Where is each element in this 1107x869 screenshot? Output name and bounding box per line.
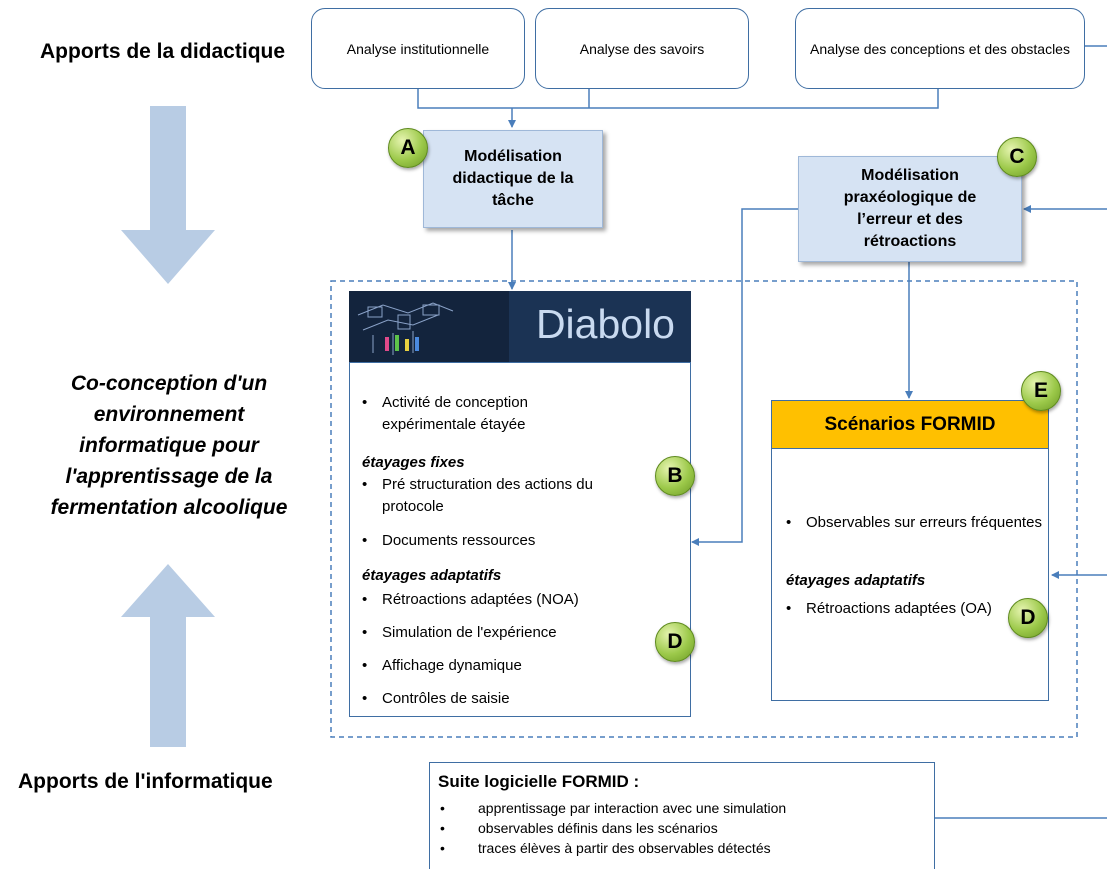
list-item: Pré structuration des actions du protoco… — [362, 474, 622, 518]
list-item: Documents ressources — [362, 530, 622, 552]
center-text-line: informatique pour — [79, 434, 259, 457]
badge-d: D — [1008, 598, 1048, 638]
center-text-line: environnement — [93, 403, 245, 426]
subhead-adaptatifs-formid: étayages adaptatifs — [786, 572, 926, 589]
suite-list-item: apprentissage par interaction avec une s… — [438, 799, 786, 817]
diabolo-logo-graphic-icon — [357, 302, 454, 355]
list-item: Contrôles de saisie — [362, 688, 632, 710]
badge-c: C — [997, 137, 1037, 177]
list-item: Rétroactions adaptées (NOA) — [362, 589, 632, 611]
suite-title: Suite logicielle FORMID : — [438, 772, 640, 791]
box-analyse-conceptions: Analyse des conceptions et des obstacles — [795, 8, 1085, 89]
box-label: Analyse institutionnelle — [346, 40, 490, 57]
box-modelisation-didactique: Modélisation didactique de la tâche — [423, 130, 603, 228]
box-label: Modélisation didactique de la tâche — [452, 148, 574, 209]
badge-d: D — [655, 622, 695, 662]
center-text-line: Co-conception d'un — [70, 372, 268, 395]
box-label: Analyse des conceptions et des obstacles — [810, 40, 1070, 57]
center-text-line: fermentation alcoolique — [50, 496, 288, 519]
list-item: Observables sur erreurs fréquentes — [786, 512, 1044, 534]
subhead-fixes: étayages fixes — [362, 454, 465, 471]
center-text-line: l'apprentissage de la — [65, 465, 273, 488]
list-item: Simulation de l'expérience — [362, 622, 632, 644]
up-arrow-shape — [121, 564, 215, 747]
list-item: Activité de conception expérimentale éta… — [362, 392, 622, 436]
badge-b: B — [655, 456, 695, 496]
box-analyse-savoirs: Analyse des savoirs — [535, 8, 749, 89]
diabolo-logo: Diabolo — [349, 291, 691, 362]
formid-header: Scénarios FORMID — [771, 400, 1049, 449]
formid-panel — [771, 400, 1049, 701]
list-item: Rétroactions adaptées (OA) — [786, 598, 1016, 620]
heading-informatique: Apports de l'informatique — [18, 770, 273, 793]
subhead-adaptatifs: étayages adaptatifs — [362, 567, 502, 584]
center-text-block: Co-conception d'un environnement informa… — [10, 368, 328, 523]
badge-a: A — [388, 128, 428, 168]
suite-list-item: observables définis dans les scénarios — [438, 819, 718, 837]
box-label: Analyse des savoirs — [579, 40, 705, 57]
heading-didactique: Apports de la didactique — [40, 40, 286, 63]
down-arrow-shape — [121, 106, 215, 284]
box-label: Modélisation praxéologique de l’erreur e… — [843, 167, 977, 250]
badge-e: E — [1021, 371, 1061, 411]
box-modelisation-praxeologique: Modélisation praxéologique de l’erreur e… — [798, 156, 1022, 262]
list-item: Affichage dynamique — [362, 655, 632, 677]
suite-list-item: traces élèves à partir des observables d… — [438, 839, 771, 857]
box-analyse-institutionnelle: Analyse institutionnelle — [311, 8, 525, 89]
diabolo-logo-text: Diabolo — [535, 301, 675, 347]
